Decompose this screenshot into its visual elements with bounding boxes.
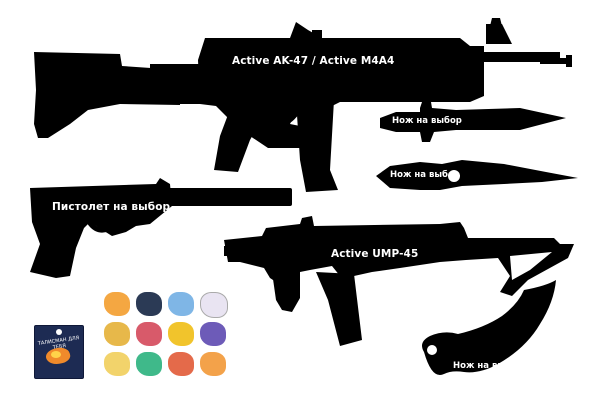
orange-creature-sticker	[104, 292, 130, 316]
rooster-sticker	[168, 352, 194, 376]
sticker-sheet	[102, 292, 232, 377]
smg-silhouette-icon	[224, 216, 574, 346]
skull-sticker	[136, 322, 162, 346]
karambit-label: Нож на выбор	[453, 361, 523, 371]
zombie-sticker	[136, 352, 162, 376]
flower-face-sticker	[104, 352, 130, 376]
smg-label: Active UMP-45	[331, 248, 419, 260]
rifle-label: Active AK-47 / Active M4A4	[232, 55, 395, 67]
pistol-label: Пистолет на выбор	[52, 201, 171, 213]
pin-mascot-highlight	[51, 351, 61, 358]
keychain-pin-icon: ТАЛИСМАН ДЛЯ ТЕБЯ	[34, 325, 84, 379]
white-creature-sticker	[200, 292, 228, 318]
pistol-silhouette-icon	[30, 178, 292, 278]
shadow-daggers-icon	[376, 160, 578, 190]
karambit-knife-icon	[422, 280, 556, 376]
bayonet-knife-icon	[380, 96, 566, 142]
purple-star-sticker	[200, 322, 226, 346]
fire-sticker	[200, 352, 226, 376]
blue-bird-sticker	[168, 292, 194, 316]
shadow-dagger-label: Нож на выбор	[390, 170, 460, 180]
gold-face-sticker	[104, 322, 130, 346]
ninja-sticker	[136, 292, 162, 316]
thug-life-sticker	[168, 322, 194, 346]
rifle-silhouette-icon	[34, 18, 572, 192]
bayonet-label: Нож на выбор	[392, 116, 462, 126]
pin-hole	[56, 329, 62, 335]
